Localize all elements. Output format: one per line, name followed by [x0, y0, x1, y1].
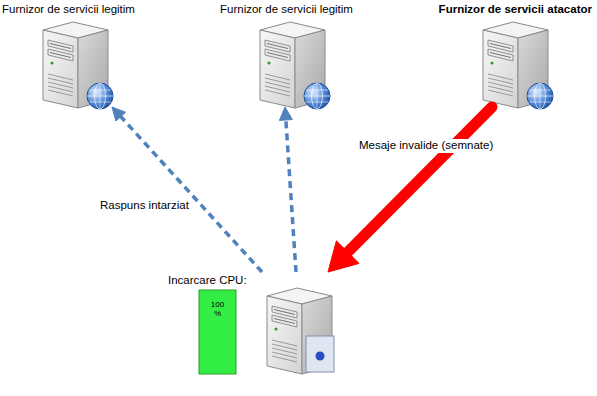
connector-line	[119, 115, 262, 272]
server-node: Furnizor de servicii legitim	[220, 3, 370, 107]
edge-label: Mesaje invalide (semnate)	[357, 139, 495, 153]
arrow-head	[328, 241, 359, 272]
connector-line	[344, 107, 492, 256]
server-icon	[483, 22, 553, 109]
response-arrow	[279, 107, 296, 272]
attack-arrow	[328, 107, 492, 272]
cpu-bar	[199, 290, 236, 374]
edge-label: Raspuns intarziat	[98, 199, 191, 213]
server-icon	[43, 22, 113, 109]
node-heading: Furnizor de servicii legitim	[220, 3, 353, 16]
server-icon	[267, 288, 334, 374]
node-heading: Furnizor de servicii atacator	[439, 3, 592, 16]
server-node: Incarcare CPU: 100 %	[165, 272, 340, 378]
response-arrow	[112, 107, 262, 272]
node-heading: Furnizor de servicii legitim	[2, 3, 135, 16]
cpu-label: Incarcare CPU:	[168, 274, 247, 287]
connector-line	[286, 117, 296, 272]
server-node: Furnizor de servicii atacator	[439, 3, 594, 107]
cpu-value: 100 %	[209, 300, 227, 318]
arrow-head	[112, 107, 126, 121]
server-node: Furnizor de servicii legitim	[2, 3, 152, 107]
arrow-head	[279, 107, 292, 120]
server-icon	[260, 22, 330, 109]
